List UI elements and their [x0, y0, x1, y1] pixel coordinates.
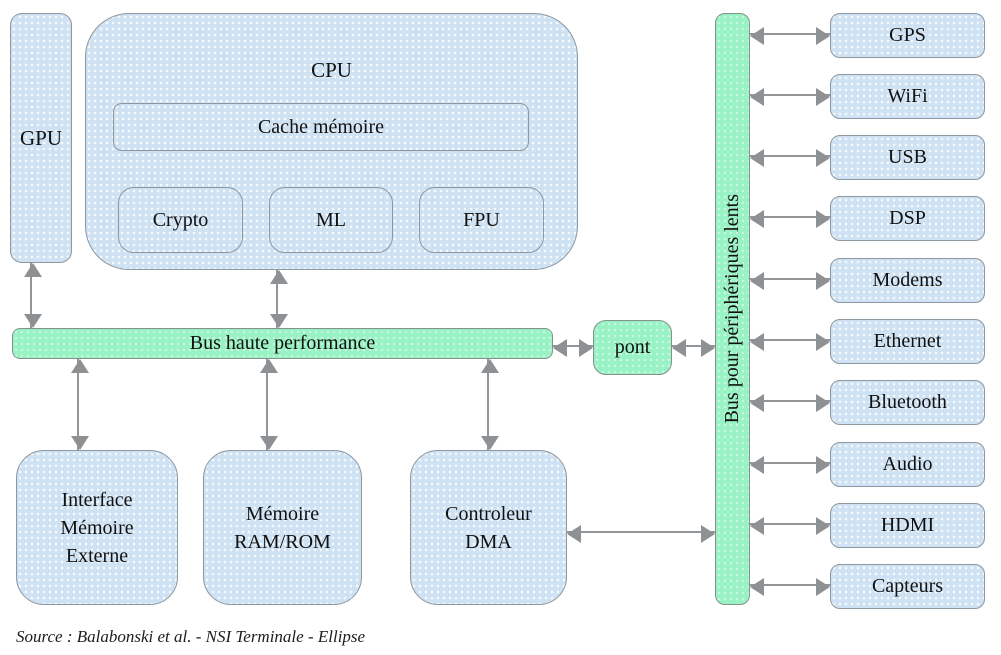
arrow-slowbus-gps [750, 27, 830, 45]
fpu-unit-label: FPU [463, 208, 500, 231]
ram-rom-memory-block: Mémoire RAM/ROM [203, 450, 362, 605]
arrow-slowbus-capteurs [750, 578, 830, 596]
peripheral-usb-label: USB [888, 146, 927, 168]
peripheral-modems: Modems [830, 258, 985, 303]
peripheral-hdmi: HDMI [830, 503, 985, 548]
source-note: Source : Balabonski et al. - NSI Termina… [16, 627, 366, 646]
peripheral-gps-label: GPS [889, 24, 926, 46]
bridge-label: pont [614, 336, 651, 358]
peripheral-bluetooth-label: Bluetooth [868, 391, 947, 413]
peripheral-row-bluetooth: Bluetooth [750, 380, 985, 425]
peripheral-gps: GPS [830, 13, 985, 58]
peripheral-dsp: DSP [830, 196, 985, 241]
peripheral-bluetooth: Bluetooth [830, 380, 985, 425]
peripheral-usb: USB [830, 135, 985, 180]
external-memory-interface-block: Interface Mémoire Externe [16, 450, 178, 605]
peripheral-hdmi-label: HDMI [880, 514, 935, 536]
arrow-slowbus-audio [750, 456, 830, 474]
peripheral-ethernet: Ethernet [830, 319, 985, 364]
gpu-label: GPU [19, 125, 62, 150]
peripheral-capteurs: Capteurs [830, 564, 985, 609]
arrow-dma-slowbus [567, 525, 715, 543]
arrow-fastbus-bridge [553, 339, 593, 357]
arrow-cpu-fastbus [270, 270, 288, 328]
ml-unit-label: ML [316, 208, 346, 231]
arrow-bridge-slowbus [672, 339, 715, 357]
peripheral-row-dsp: DSP [750, 196, 985, 241]
peripheral-row-audio: Audio [750, 442, 985, 487]
gpu-block: GPU [10, 13, 72, 263]
cpu-block: CPU Cache mémoire Crypto ML FPU [85, 13, 578, 270]
arrow-gpu-fastbus [24, 263, 42, 328]
peripheral-wifi-label: WiFi [887, 85, 928, 107]
fast-bus-label: Bus haute performance [189, 332, 376, 354]
ml-unit-block: ML [269, 187, 393, 253]
slow-bus-label: Bus pour périphériques lents [721, 194, 743, 424]
dma-controller-block: Controleur DMA [410, 450, 567, 605]
peripheral-row-ethernet: Ethernet [750, 319, 985, 364]
peripheral-dsp-label: DSP [889, 207, 926, 229]
cpu-label: CPU [311, 58, 352, 82]
peripheral-row-gps: GPS [750, 13, 985, 58]
fpu-unit-block: FPU [419, 187, 544, 253]
cache-memory-block: Cache mémoire [113, 103, 529, 151]
peripheral-row-capteurs: Capteurs [750, 564, 985, 609]
peripheral-audio: Audio [830, 442, 985, 487]
peripheral-row-hdmi: HDMI [750, 503, 985, 548]
external-memory-interface-label: Interface Mémoire Externe [60, 488, 134, 567]
peripheral-ethernet-label: Ethernet [873, 330, 942, 352]
peripheral-wifi: WiFi [830, 74, 985, 119]
peripheral-audio-label: Audio [882, 453, 933, 475]
crypto-unit-block: Crypto [118, 187, 243, 253]
peripheral-capteurs-label: Capteurs [871, 575, 944, 597]
peripheral-modems-label: Modems [872, 269, 943, 291]
arrow-slowbus-modems [750, 272, 830, 290]
arrow-slowbus-dsp [750, 210, 830, 228]
arrow-fastbus-external-memory [71, 359, 89, 450]
peripheral-row-usb: USB [750, 135, 985, 180]
arrow-slowbus-bluetooth [750, 394, 830, 412]
fast-bus-bar: Bus haute performance [12, 328, 553, 359]
arrow-slowbus-hdmi [750, 517, 830, 535]
dma-controller-label: Controleur DMA [445, 502, 532, 553]
arrow-slowbus-usb [750, 149, 830, 167]
bridge-block: pont [593, 320, 672, 375]
slow-bus-bar: Bus pour périphériques lents [715, 13, 750, 605]
arrow-slowbus-ethernet [750, 333, 830, 351]
peripheral-row-modems: Modems [750, 258, 985, 303]
ram-rom-memory-label: Mémoire RAM/ROM [234, 502, 331, 553]
cache-memory-label: Cache mémoire [257, 115, 385, 138]
arrow-fastbus-ram-rom [260, 359, 278, 450]
arrow-fastbus-dma [481, 359, 499, 450]
peripheral-row-wifi: WiFi [750, 74, 985, 119]
crypto-unit-label: Crypto [152, 208, 209, 231]
arrow-slowbus-wifi [750, 88, 830, 106]
